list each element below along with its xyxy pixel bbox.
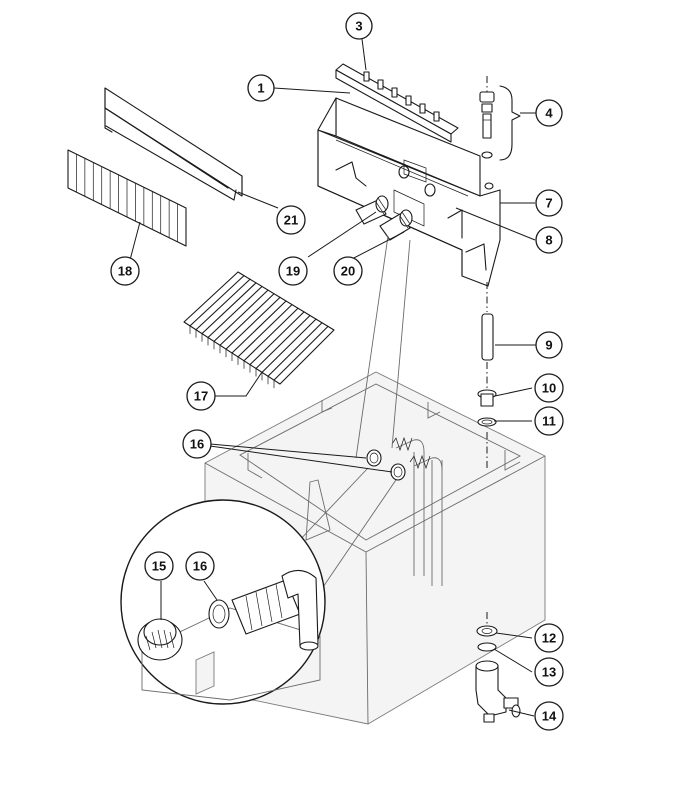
callout-16-detail-label: 16 <box>193 559 207 574</box>
callout-13-label: 13 <box>542 665 556 680</box>
callout-10: 10 <box>534 373 564 403</box>
callout-9-label: 9 <box>545 338 552 353</box>
spray-jet-19 <box>355 195 389 225</box>
leader-lines <box>129 38 536 717</box>
grate-17 <box>183 271 335 389</box>
callout-16-main: 16 <box>182 429 212 459</box>
callout-8: 8 <box>535 226 563 254</box>
grate-bar <box>207 285 263 339</box>
callout-7: 7 <box>535 189 563 217</box>
callout-7-label: 7 <box>545 196 552 211</box>
part-14-drain-valve <box>475 660 521 723</box>
callout-11: 11 <box>534 406 564 436</box>
callout-1: 1 <box>247 74 275 102</box>
part-9-standpipe <box>481 282 494 388</box>
callout-18: 18 <box>110 256 140 286</box>
part-12-washer <box>476 612 498 637</box>
grate-bar <box>189 275 245 327</box>
spray-nozzles <box>363 71 440 122</box>
callout-17-label: 17 <box>194 389 208 404</box>
gasket-16-lower <box>390 463 406 481</box>
callout-16-detail: 16 <box>185 551 215 581</box>
grate-bar <box>255 314 311 370</box>
callout-10-label: 10 <box>542 381 556 396</box>
grate-bar <box>249 311 305 366</box>
detail-gasket-16 <box>208 599 230 629</box>
callout-14: 14 <box>534 701 564 731</box>
grate-bar <box>243 307 299 362</box>
spray-jets <box>355 195 413 241</box>
detail-magnifier <box>120 499 326 705</box>
callout-15-label: 15 <box>152 559 166 574</box>
callout-11-label: 11 <box>542 414 556 429</box>
callout-13: 13 <box>534 657 564 687</box>
callout-20: 20 <box>333 256 363 286</box>
callout-3-label: 3 <box>355 19 362 34</box>
grate-bar <box>231 300 287 354</box>
callout-3: 3 <box>345 12 373 40</box>
grate-bar <box>261 318 317 373</box>
callout-19-label: 19 <box>286 264 300 279</box>
spray-jet-20 <box>379 209 413 241</box>
grate-bar <box>267 322 323 377</box>
callout-1-label: 1 <box>257 81 264 96</box>
callout-12: 12 <box>534 623 564 653</box>
grate-bar <box>225 296 281 350</box>
part-11-washer <box>477 417 497 427</box>
manifold-rail <box>335 63 459 143</box>
callout-18-label: 18 <box>118 264 132 279</box>
grate-bar <box>219 293 275 346</box>
callout-19: 19 <box>278 256 308 286</box>
callout-8-label: 8 <box>545 233 552 248</box>
drain-pipes <box>391 436 443 586</box>
grate-bar <box>237 304 293 358</box>
callout-21-label: 21 <box>284 213 298 228</box>
callout-12-label: 12 <box>542 631 556 646</box>
upper-tank <box>317 97 501 287</box>
callout-16-main-label: 16 <box>190 437 204 452</box>
gasket-16-upper <box>366 449 382 467</box>
callout-17: 17 <box>186 381 216 411</box>
callout-9: 9 <box>535 331 563 359</box>
callout-21: 21 <box>276 205 306 235</box>
callout-4-label: 4 <box>545 106 553 121</box>
detail-elbow-fitting <box>231 569 319 651</box>
grate-bar <box>273 325 329 381</box>
grate-bar <box>201 282 257 335</box>
drain-fitting-lower <box>409 454 431 470</box>
rack-21 <box>104 87 243 201</box>
callout-15: 15 <box>144 551 174 581</box>
grate-bar <box>213 289 269 342</box>
detail-nut-15 <box>137 618 183 661</box>
grate-bar <box>195 278 251 331</box>
part-10-bushing <box>477 389 497 407</box>
drain-fitting-upper <box>391 436 413 452</box>
callout-20-label: 20 <box>341 264 355 279</box>
part-13-gasket <box>477 642 497 652</box>
callout-14-label: 14 <box>542 709 557 724</box>
callout-4: 4 <box>535 99 563 127</box>
splash-guard-18 <box>67 149 187 247</box>
part-4-valve <box>479 76 521 161</box>
